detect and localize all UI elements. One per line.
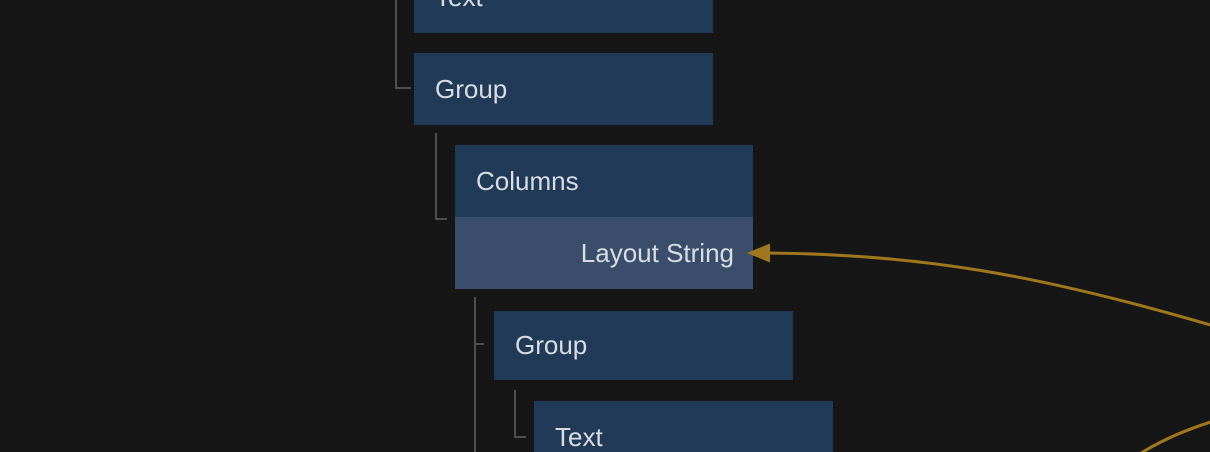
tree-rail (395, 0, 397, 88)
node-label: Text (414, 0, 713, 33)
node-text-top[interactable]: Text (414, 0, 713, 33)
node-label: Group (435, 74, 508, 104)
tree-rail (514, 390, 516, 438)
node-label: Columns (476, 166, 579, 196)
tree-elbow (474, 343, 484, 345)
connection-wire-bottom[interactable] (1138, 420, 1210, 452)
node-label: Text (555, 422, 603, 452)
node-label: Group (515, 330, 588, 360)
tree-rail (474, 297, 476, 452)
node-text-bottom[interactable]: Text (534, 401, 833, 452)
node-group-1[interactable]: Group (414, 53, 713, 125)
port-layout-string[interactable]: Layout String (455, 217, 753, 289)
node-columns[interactable]: Columns Layout String (455, 145, 753, 289)
tree-rail (435, 133, 437, 220)
port-label: Layout String (580, 238, 734, 268)
node-group-2[interactable]: Group (494, 311, 793, 380)
tree-elbow (435, 218, 447, 220)
connection-wire-layout-string[interactable] (765, 251, 1210, 327)
tree-elbow (514, 436, 526, 438)
tree-elbow (395, 87, 411, 89)
